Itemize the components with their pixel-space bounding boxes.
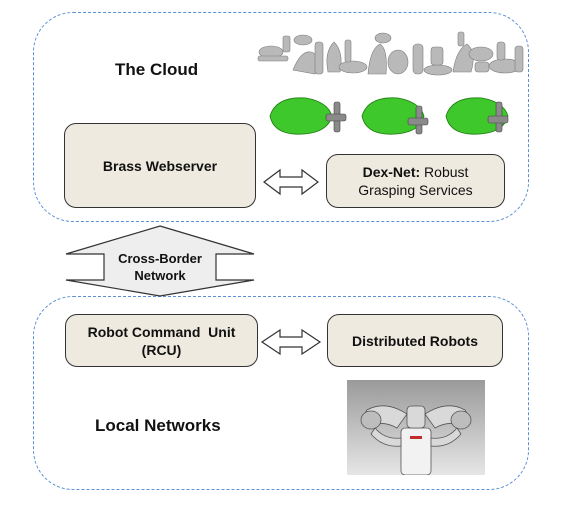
dexnet-title: Dex-Net: bbox=[362, 164, 421, 180]
dexnet-subtitle-part2: Grasping Services bbox=[358, 182, 473, 198]
rcu-label-line2: (RCU) bbox=[141, 341, 182, 358]
cloud-region bbox=[33, 12, 529, 222]
cross-border-network-label: Cross-Border Network bbox=[118, 251, 202, 283]
brass-webserver-box: Brass Webserver bbox=[64, 123, 256, 208]
local-networks-region bbox=[33, 296, 529, 490]
cross-border-network-arrow bbox=[65, 225, 255, 297]
distributed-robots-box: Distributed Robots bbox=[327, 314, 503, 367]
brass-webserver-label: Brass Webserver bbox=[102, 157, 218, 174]
dexnet-subtitle-part1: Robust bbox=[424, 164, 469, 180]
dexnet-box: Dex-Net: Robust Grasping Services bbox=[326, 154, 505, 208]
distributed-robots-label: Distributed Robots bbox=[352, 332, 478, 349]
robot-photo bbox=[347, 380, 485, 475]
rcu-box: Robot Command Unit (RCU) bbox=[65, 314, 258, 367]
object-meshes-image bbox=[257, 31, 524, 76]
grasp-renderings-image bbox=[269, 97, 509, 135]
local-networks-label: Local Networks bbox=[95, 416, 221, 435]
cloud-label: The Cloud bbox=[115, 60, 199, 79]
brass-dexnet-double-arrow bbox=[263, 168, 319, 196]
rcu-robots-double-arrow bbox=[260, 328, 322, 356]
rcu-label-line1: Robot Command Unit bbox=[87, 323, 236, 340]
